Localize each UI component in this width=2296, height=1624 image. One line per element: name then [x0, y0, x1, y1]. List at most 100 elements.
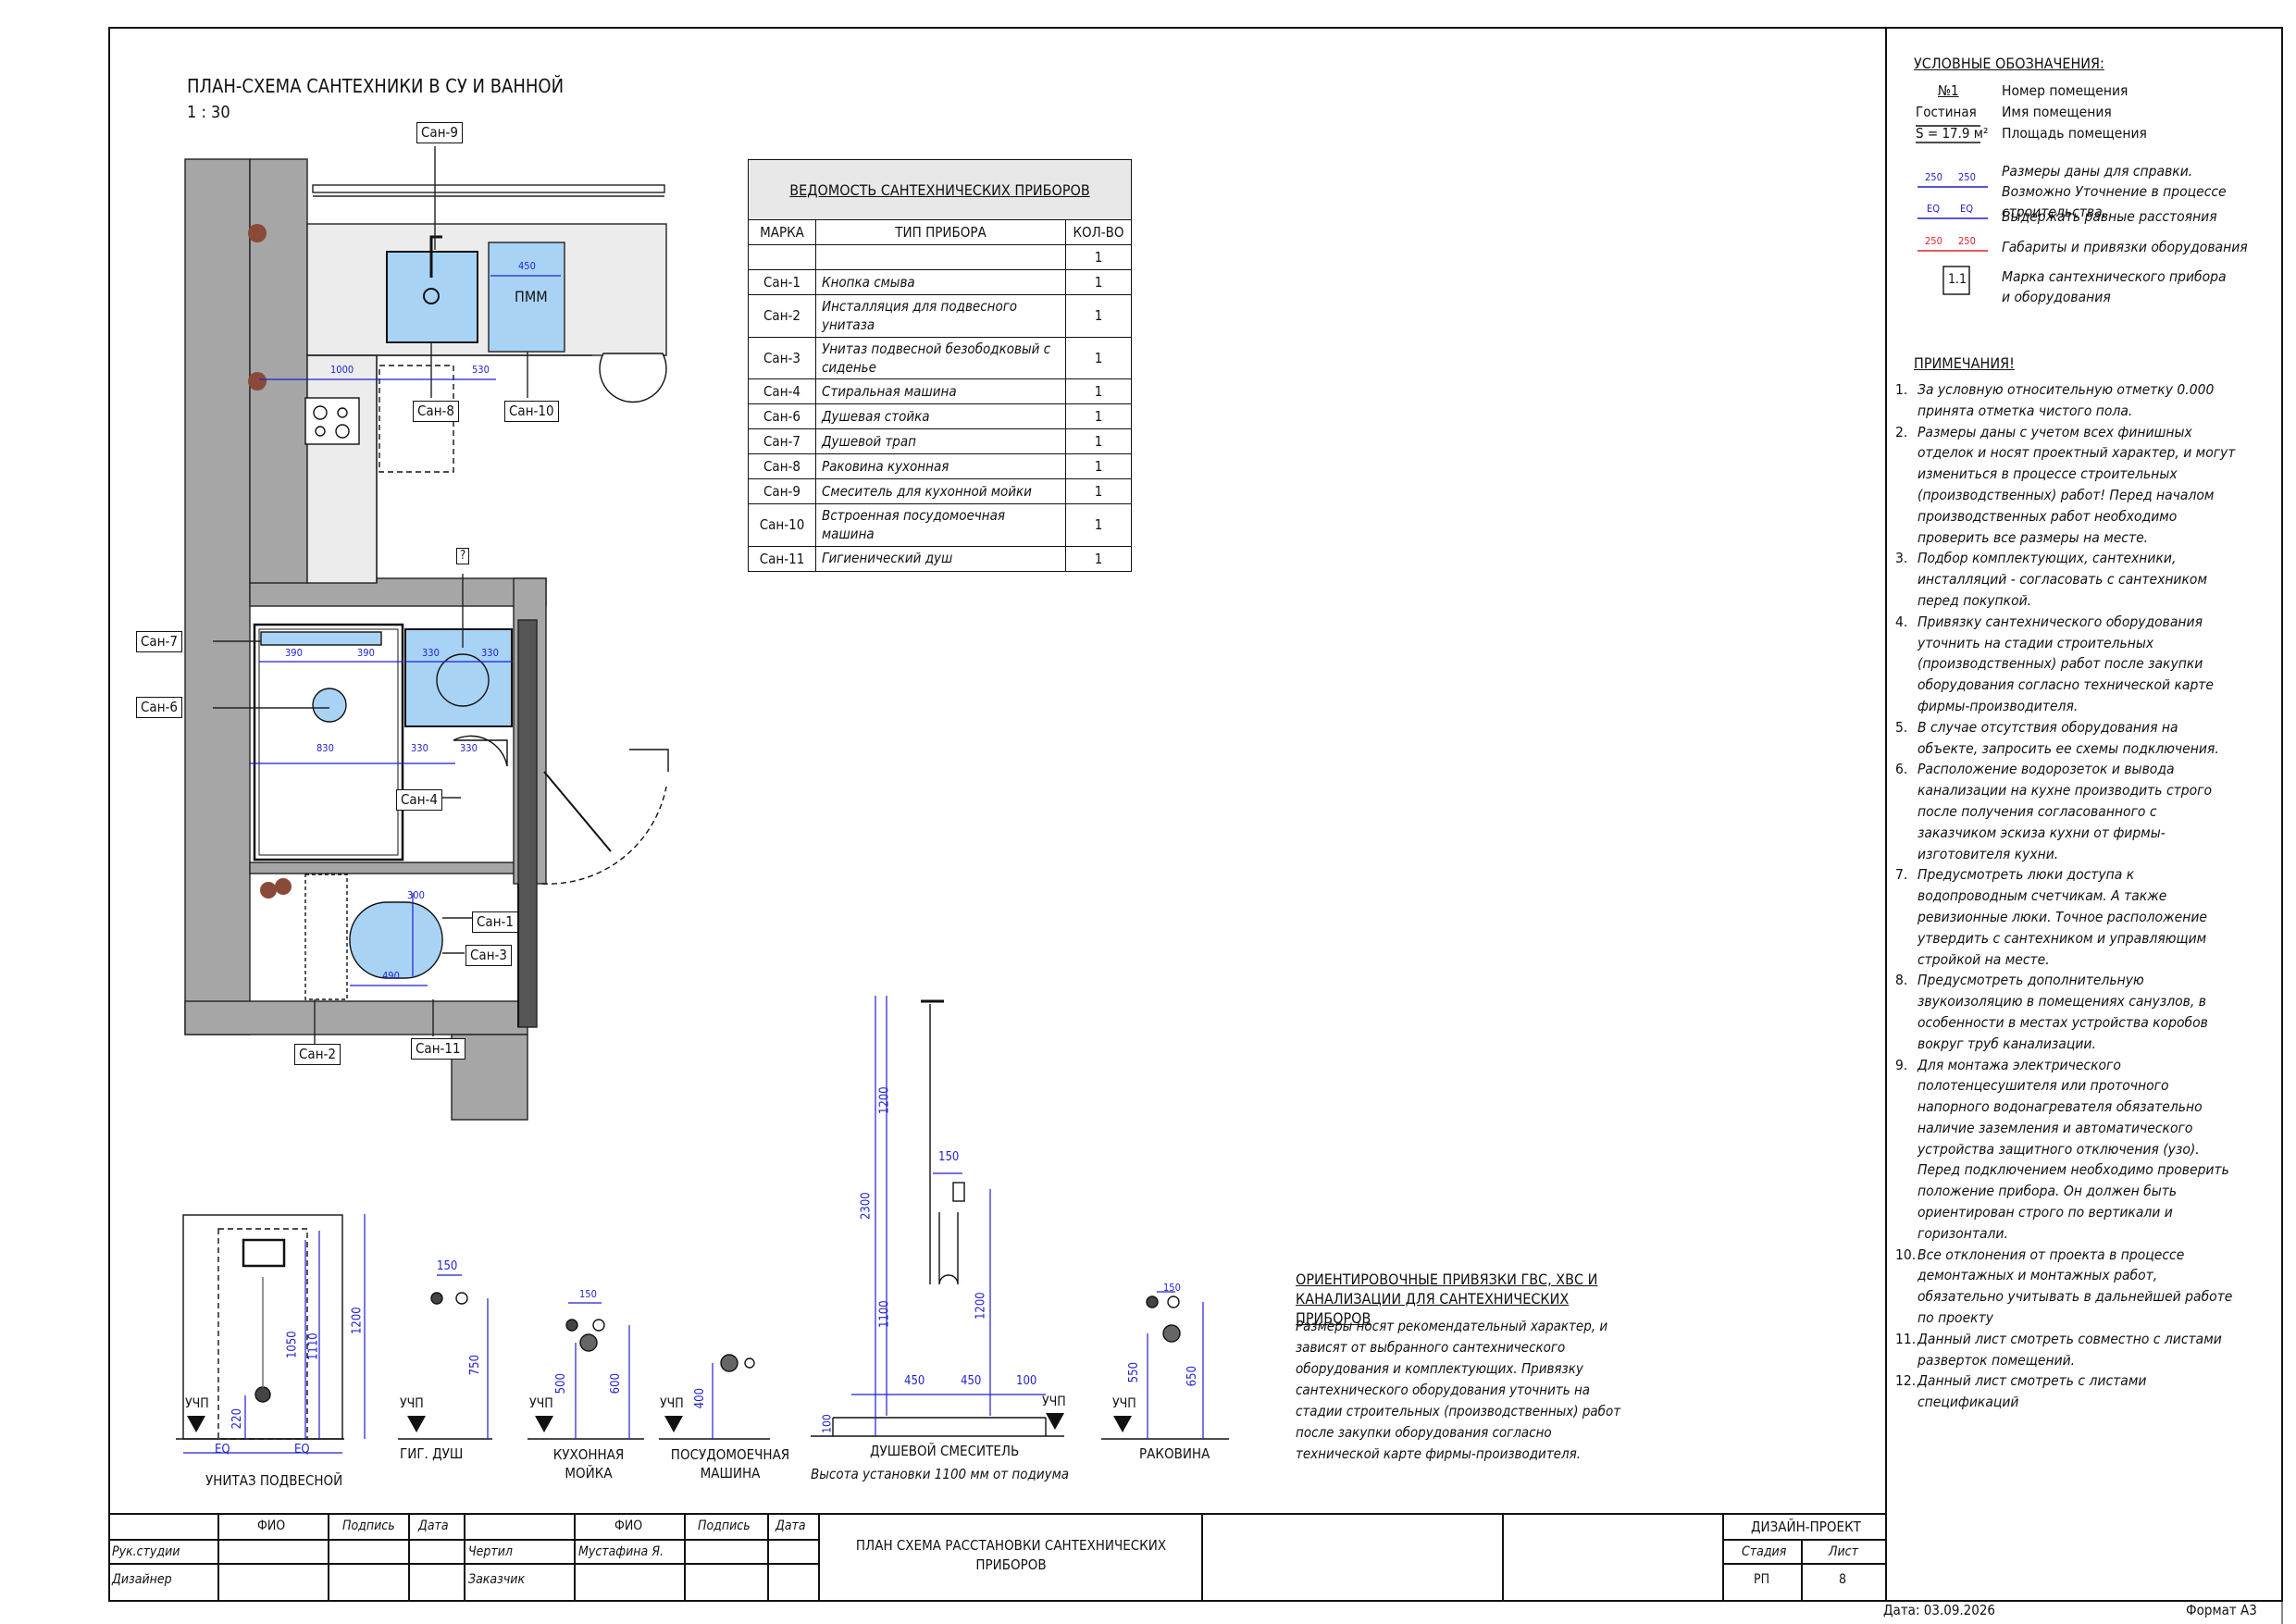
ucp-toilet: УЧП	[185, 1396, 209, 1411]
schedule-title: ВЕДОМОСТЬ САНТЕХНИЧЕСКИХ ПРИБОРОВ	[748, 159, 1132, 220]
note-text: Привязку сантехнического оборудования ут…	[1917, 613, 2215, 714]
legend-mark-box: 1.1	[1948, 272, 1967, 287]
note-text: Предусмотреть дополнительную звукоизоляц…	[1917, 972, 2208, 1052]
row-qty: 1	[1065, 378, 1132, 404]
toilet-label: УНИТАЗ ПОДВЕСНОЙ	[205, 1472, 343, 1489]
row-type: Унитаз подвесной безободковый с сиденье	[815, 336, 1066, 379]
sink-dim-150: 150	[1163, 1282, 1181, 1294]
legend-eq-a: EQ	[1927, 203, 1941, 215]
shower-dim-450a: 450	[904, 1374, 925, 1388]
ucp-dishwasher: УЧП	[660, 1396, 684, 1411]
legend-eq-desc: Выдержать равные расстояния	[2002, 208, 2217, 225]
legend-room-no: №1	[1938, 82, 1959, 99]
tag-san-3: Сан-3	[465, 945, 512, 966]
note-text: За условную относительную отметку 0.000 …	[1917, 381, 2215, 419]
row-type: Душевая стойка	[815, 403, 1066, 429]
ucp-markers	[187, 1413, 1132, 1432]
stamp-h-sign-2: Подпись	[698, 1519, 751, 1533]
legend-room-name: Гостиная	[1916, 104, 1977, 120]
row-mark: Сан-3	[748, 336, 816, 379]
row-mark: Сан-2	[748, 294, 816, 338]
shower-dim-150: 150	[938, 1150, 960, 1164]
row-qty: 1	[1065, 478, 1132, 504]
legend-dim-blue-a: 250	[1925, 171, 1942, 183]
note-text: В случае отсутствия оборудования на объе…	[1917, 718, 2219, 757]
legend-dim-red-b: 250	[1958, 235, 1976, 247]
shower-dim-100a: 100	[1016, 1374, 1037, 1388]
shower-dim-100b: 100	[820, 1414, 834, 1433]
shower-dim-1200b: 1200	[974, 1292, 988, 1320]
tag-san-8: Сан-8	[413, 401, 459, 422]
row-qty: 1	[1065, 545, 1132, 572]
stamp-h-sign-1: Подпись	[342, 1519, 395, 1533]
plan-scale: 1 : 30	[187, 103, 230, 122]
list-item: 7.Предусмотреть люки доступа к водопрово…	[1895, 866, 2207, 968]
note-text: Данный лист смотреть совместно с листами…	[1917, 1330, 2222, 1369]
kitchen-dim-150: 150	[579, 1288, 597, 1300]
legend-eq-b: EQ	[1960, 203, 1974, 215]
legend-title: УСЛОВНЫЕ ОБОЗНАЧЕНИЯ:	[1914, 55, 2104, 72]
legend-room-area-desc: Площадь помещения	[2002, 125, 2147, 142]
note-text: Данный лист смотреть с листами специфика…	[1917, 1372, 2147, 1411]
notes-title: ПРИМЕЧАНИЯ!	[1914, 354, 2015, 372]
row-type: Кнопка смыва	[815, 269, 1066, 295]
sink-dim-550: 550	[1127, 1361, 1142, 1383]
row-mark: Сан-1	[748, 269, 816, 295]
dim-330d: 330	[460, 742, 478, 754]
hyg-dim-150: 150	[437, 1259, 458, 1273]
row-qty: 1	[1065, 403, 1132, 429]
pmm-label: ПММ	[515, 288, 548, 305]
dim-390b: 390	[357, 647, 375, 659]
legend-dim-blue-desc: Размеры даны для справки. Возможно Уточн…	[2002, 163, 2227, 220]
tag-san-11: Сан-11	[411, 1038, 465, 1060]
toilet-dim-1200: 1200	[350, 1307, 365, 1335]
dim-830: 830	[316, 742, 334, 754]
stamp-h-fio-2: ФИО	[614, 1519, 643, 1533]
row-mark: Сан-4	[748, 378, 816, 404]
elevation-dims	[183, 996, 1204, 1454]
table-row: 1	[748, 244, 1132, 270]
stamp-stage-h: Стадия	[1742, 1544, 1787, 1559]
tag-san-7: Сан-7	[136, 631, 182, 652]
list-item: 8.Предусмотреть дополнительную звукоизол…	[1895, 972, 2208, 1052]
note-text: Все отклонения от проекта в процессе дем…	[1917, 1246, 2233, 1327]
dish-dim-400: 400	[693, 1387, 708, 1409]
hyg-dim-750: 750	[468, 1354, 483, 1376]
stamp-project: ДИЗАЙН-ПРОЕКТ	[1751, 1519, 1861, 1535]
kitchen-dim-500: 500	[554, 1372, 569, 1395]
stamp-designer: Дизайнер	[112, 1572, 172, 1587]
col-header-qty: КОЛ-ВО	[1065, 219, 1132, 245]
dim-330c: 330	[411, 742, 428, 754]
row-mark: Сан-11	[748, 545, 816, 572]
stamp-stage: РП	[1754, 1572, 1770, 1587]
row-qty: 1	[1065, 244, 1132, 270]
row-type: Встроенная посудомоечная машина	[815, 503, 1066, 547]
stamp-h-date-2: Дата	[776, 1519, 806, 1533]
toilet-dim-220: 220	[230, 1407, 245, 1430]
legend-room-name-desc: Имя помещения	[2002, 104, 2112, 120]
row-qty: 1	[1065, 294, 1132, 338]
tag-san-4: Сан-4	[396, 789, 442, 811]
dim-530: 530	[472, 364, 490, 376]
toilet-eq-a: EQ	[215, 1443, 230, 1457]
notes-list: 1.За условную относительную отметку 0.00…	[1895, 379, 2240, 1413]
row-qty: 1	[1065, 503, 1132, 547]
row-type: Раковина кухонная	[815, 453, 1066, 479]
stamp-drew-name: Мустафина Я.	[578, 1544, 664, 1559]
row-mark: Сан-8	[748, 453, 816, 479]
footer-date: Дата: 03.09.2026	[1883, 1602, 1996, 1618]
row-mark: Сан-6	[748, 403, 816, 429]
legend-dim-red-desc: Габариты и привязки оборудования	[2002, 239, 2248, 255]
ucp-hyg: УЧП	[400, 1396, 424, 1411]
shower-sublabel: Высота установки 1100 мм от подиума	[811, 1466, 1070, 1482]
row-type: Стиральная машина	[815, 378, 1066, 404]
dim-450: 450	[518, 260, 536, 272]
list-item: 3.Подбор комплектующих, сантехники, инст…	[1895, 550, 2207, 609]
stamp-drew: Чертил	[468, 1544, 513, 1559]
legend-room-area: S = 17.9 м²	[1916, 125, 1989, 142]
